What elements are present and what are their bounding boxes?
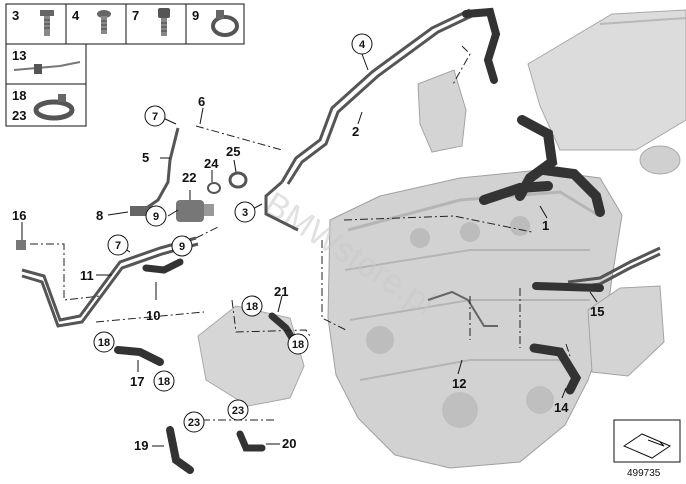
legend-number-23: 23 [12, 108, 26, 123]
callout-circle-7b[interactable] [107, 234, 129, 256]
socket-bolt-icon [158, 8, 170, 36]
callout-12[interactable]: 12 [452, 376, 466, 391]
callout-24[interactable]: 24 [204, 156, 219, 171]
legend-number-7: 7 [132, 8, 139, 23]
pump-22[interactable] [176, 200, 214, 222]
legend-cell-3[interactable]: 3 [12, 8, 54, 36]
legend-number-3: 3 [12, 8, 19, 23]
callout-14[interactable]: 14 [554, 400, 569, 415]
callout-circle-18b[interactable] [93, 331, 115, 353]
screw-icon [97, 10, 111, 34]
callout-18a: 18 [246, 301, 258, 313]
legend-grid [5, 3, 245, 127]
hose-10[interactable] [142, 258, 184, 274]
callout-21[interactable]: 21 [274, 284, 288, 299]
callout-16[interactable]: 16 [12, 208, 26, 223]
hose-top-right[interactable] [462, 7, 501, 84]
hose-clamp-icon [33, 94, 75, 121]
engine-block [327, 169, 623, 469]
pipe-2[interactable] [264, 8, 477, 232]
callout-2[interactable]: 2 [352, 124, 359, 139]
legend-number-13: 13 [12, 48, 26, 63]
pipe-12[interactable] [427, 290, 498, 327]
cable-tie-icon [13, 61, 81, 74]
legend-cell-7[interactable]: 7 [132, 8, 170, 36]
callout-9a: 9 [153, 211, 159, 223]
callout-11[interactable]: 11 [80, 268, 94, 283]
clamp-icon [211, 10, 239, 37]
hose-17[interactable] [114, 346, 164, 366]
callout-7a: 7 [152, 111, 158, 123]
legend-cell-13[interactable]: 13 [12, 48, 81, 74]
callout-circle-7a[interactable] [144, 105, 166, 127]
legend-number-4: 4 [72, 8, 80, 23]
callout-circle-9b[interactable] [171, 235, 193, 257]
reference-number: 499735 [627, 468, 661, 479]
bolt-icon [40, 10, 54, 36]
callout-circle-9a[interactable] [145, 205, 167, 227]
coolant-housing [417, 69, 467, 153]
callout-18c: 18 [292, 339, 304, 351]
hose-20[interactable] [236, 430, 266, 452]
callout-7b: 7 [115, 240, 121, 252]
pump-assembly-lower [197, 305, 305, 407]
callout-23b: 23 [188, 417, 200, 429]
callout-1[interactable]: 1 [542, 218, 549, 233]
legend-cell-4[interactable]: 4 [72, 8, 111, 34]
callout-17[interactable]: 17 [130, 374, 144, 389]
callout-circle-18d[interactable] [153, 370, 175, 392]
callout-25[interactable]: 25 [226, 144, 240, 159]
callout-23a: 23 [232, 405, 244, 417]
hose-21[interactable] [268, 312, 296, 342]
callout-3: 3 [242, 207, 248, 219]
callout-circle-18c[interactable] [287, 333, 309, 355]
legend-number-9: 9 [192, 8, 199, 23]
callout-15[interactable]: 15 [590, 304, 604, 319]
callout-9b: 9 [179, 241, 185, 253]
filter-housing-right [587, 285, 665, 377]
callout-4: 4 [359, 39, 366, 51]
callout-18b: 18 [98, 337, 110, 349]
intercooler [527, 9, 686, 175]
callout-19[interactable]: 19 [134, 438, 148, 453]
clamp-24-25 [207, 171, 248, 194]
callout-circle-23b[interactable] [183, 411, 205, 433]
callout-6[interactable]: 6 [198, 94, 205, 109]
callout-8[interactable]: 8 [96, 208, 103, 223]
callout-22[interactable]: 22 [182, 170, 196, 185]
dash-lines [30, 45, 571, 421]
callout-circle-4[interactable] [351, 33, 373, 55]
hose-15[interactable] [532, 282, 604, 292]
legend-cell-9[interactable]: 9 [192, 8, 239, 37]
hose-19[interactable] [166, 426, 194, 474]
hose-14[interactable] [529, 343, 582, 395]
direction-box [613, 419, 681, 463]
callout-20[interactable]: 20 [282, 436, 296, 451]
hose-1[interactable] [479, 115, 605, 217]
callout-5[interactable]: 5 [142, 150, 149, 165]
pipe-5[interactable] [137, 127, 180, 216]
callout-circle-23a[interactable] [227, 399, 249, 421]
plug-16 [16, 240, 26, 250]
pipe-11[interactable] [21, 236, 199, 328]
arrow-icon [622, 433, 672, 459]
legend-number-18: 18 [12, 88, 26, 103]
legend-cell-18-23[interactable]: 18 23 [12, 88, 75, 123]
callout-10[interactable]: 10 [146, 308, 160, 323]
sensor-8 [130, 206, 148, 216]
callout-circle-3[interactable] [234, 201, 256, 223]
callout-circle-18a[interactable] [241, 295, 263, 317]
callout-18d: 18 [158, 376, 170, 388]
